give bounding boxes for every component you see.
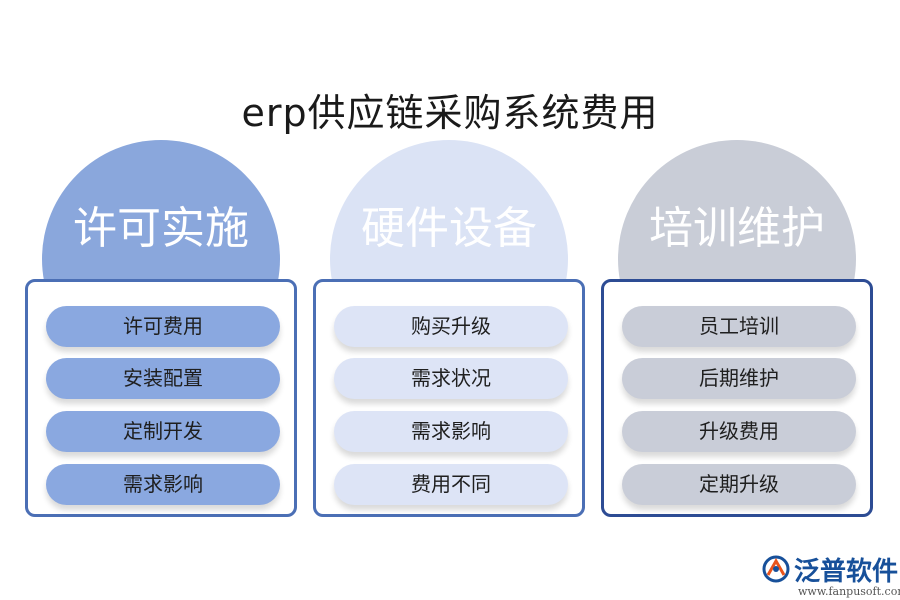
item-pill: 安装配置 (46, 358, 280, 399)
item-pill: 后期维护 (622, 358, 856, 399)
item-pill: 升级费用 (622, 411, 856, 452)
column-license-implementation: 许可实施 许可费用 安装配置 定制开发 需求影响 (25, 140, 297, 520)
item-pill: 定制开发 (46, 411, 280, 452)
column-items-frame: 许可费用 安装配置 定制开发 需求影响 (25, 279, 297, 517)
fanpu-logo-icon (762, 555, 790, 583)
brand-logo: 泛普软件 www.fanpusoft.com (762, 549, 900, 599)
column-items-frame: 员工培训 后期维护 升级费用 定期升级 (601, 279, 873, 517)
item-pill: 需求影响 (46, 464, 280, 505)
diagram-title: erp供应链采购系统费用 (241, 91, 659, 135)
column-items-frame: 购买升级 需求状况 需求影响 费用不同 (313, 279, 585, 517)
item-pill: 费用不同 (334, 464, 568, 505)
item-pill: 需求影响 (334, 411, 568, 452)
item-pill: 定期升级 (622, 464, 856, 505)
item-pill: 员工培训 (622, 306, 856, 347)
column-heading: 硬件设备 (361, 203, 537, 254)
brand-name: 泛普软件 (794, 557, 899, 587)
item-pill: 许可费用 (46, 306, 280, 347)
column-heading: 培训维护 (649, 203, 825, 254)
brand-url: www.fanpusoft.com (798, 585, 900, 598)
item-pill: 需求状况 (334, 358, 568, 399)
column-hardware-equipment: 硬件设备 购买升级 需求状况 需求影响 费用不同 (313, 140, 585, 520)
column-heading: 许可实施 (73, 203, 249, 254)
column-training-maintenance: 培训维护 员工培训 后期维护 升级费用 定期升级 (601, 140, 873, 520)
item-pill: 购买升级 (334, 306, 568, 347)
